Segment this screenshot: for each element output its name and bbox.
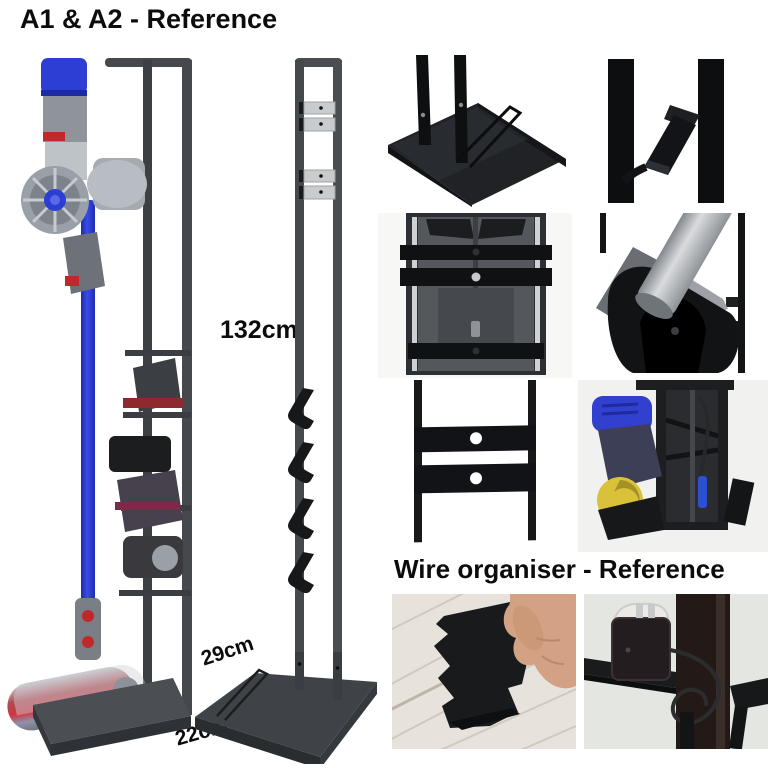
mounting-plates-photo — [378, 380, 572, 543]
empty-stand-illustration — [195, 58, 377, 764]
vacuum-cleaner — [7, 58, 147, 731]
hand — [503, 594, 576, 689]
hook-closeup-illustration — [578, 55, 768, 207]
stand-base-left — [33, 678, 191, 756]
accessory-hook — [621, 105, 700, 184]
wire-organiser-section-title: Wire organiser - Reference — [394, 554, 725, 584]
wall-mount-plates — [299, 101, 336, 200]
accessory-hooks — [288, 388, 314, 594]
stand-base-middle — [195, 652, 377, 764]
wire-divider — [216, 668, 270, 721]
cradle-closeup-illustration — [578, 213, 768, 378]
vacuum-red-button — [43, 132, 65, 141]
base-plate-illustration — [378, 55, 572, 207]
glossy-base-top — [388, 103, 566, 205]
vacuum-on-stand-illustration — [7, 58, 192, 756]
mounted-vacuum-rear-illustration — [578, 380, 768, 552]
organiser-installed-photo — [584, 594, 768, 749]
empty-stand-photo — [195, 52, 395, 764]
cradle-closeup-photo — [578, 213, 768, 378]
rear-bracket-illustration — [378, 213, 572, 378]
hand-holding-organiser-photo — [392, 594, 576, 749]
wire-divider — [456, 105, 523, 169]
dock-cylinder — [635, 213, 732, 319]
rear-bracket-photo — [378, 213, 572, 378]
mounted-vacuum-rear-photo — [578, 380, 768, 552]
wire-organiser-bracket — [434, 602, 530, 730]
base-plate-photo — [378, 55, 572, 207]
hook-closeup-photo — [578, 55, 768, 207]
vacuum-rear — [592, 396, 664, 540]
vacuum-on-stand-photo — [5, 50, 195, 765]
vacuum-wand-connector — [75, 598, 101, 660]
charger-plug — [611, 602, 671, 681]
rear-bracket-piece — [730, 678, 768, 710]
stand-pole — [295, 58, 342, 692]
organiser-installed-illustration — [584, 594, 768, 749]
page-title: A1 & A2 - Reference — [20, 4, 278, 34]
vacuum-wand — [81, 200, 95, 610]
vacuum-cyclone — [21, 166, 89, 234]
height-measurement-label: 132cm — [220, 316, 298, 344]
hand-holding-organiser-illustration — [392, 594, 576, 749]
stand-accessories — [109, 358, 183, 578]
mounting-plates-illustration — [378, 380, 572, 543]
vacuum-bin-top — [41, 58, 87, 94]
dock-cradle — [596, 213, 740, 373]
